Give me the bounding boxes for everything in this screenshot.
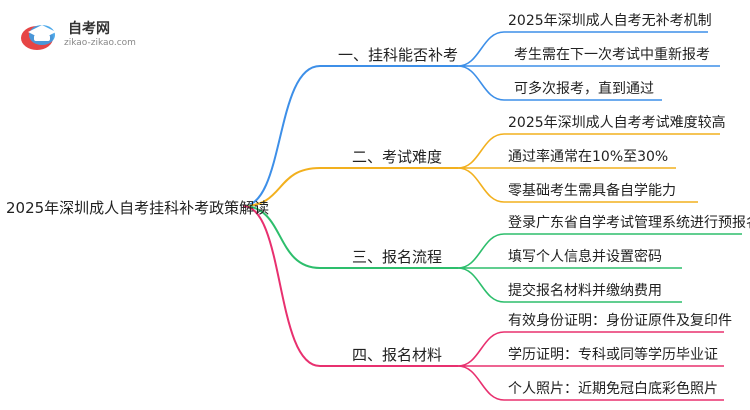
leaf-b4-2: 学历证明：专科或同等学历毕业证 (508, 347, 718, 363)
connector-b2-leaf-1 (457, 133, 720, 169)
branch-label-4: 四、报名材料 (352, 346, 443, 364)
logo-url: zikao-zikao.com (64, 38, 136, 48)
connector-b2-leaf-3 (457, 167, 698, 203)
leaf-b3-2: 填写个人信息并设置密码 (508, 249, 662, 265)
connector-root-branch-3 (242, 205, 458, 269)
leaf-b1-1: 2025年深圳成人自考无补考机制 (508, 13, 712, 29)
root-topic: 2025年深圳成人自考挂科补考政策解读 (6, 199, 270, 217)
logo-name: 自考网 (68, 21, 110, 37)
connector-root-branch-1 (242, 65, 458, 207)
connector-b1-leaf-1 (457, 31, 708, 67)
branch-label-3: 三、报名流程 (352, 248, 443, 266)
connector-b4-leaf-3 (457, 365, 724, 401)
graduation-cap-icon (21, 25, 56, 50)
connector-b4-leaf-1 (457, 331, 724, 367)
leaf-b1-3: 可多次报考，直到通过 (514, 81, 654, 97)
leaf-b2-2: 通过率通常在10%至30% (508, 149, 669, 165)
leaf-b2-3: 零基础考生需具备自学能力 (508, 183, 676, 199)
connector-root-branch-2 (242, 167, 458, 207)
connector-root-branch-4 (242, 205, 458, 367)
leaf-b3-3: 提交报名材料并缴纳费用 (508, 283, 662, 299)
leaf-b3-1: 登录广东省自学考试管理系统进行预报名 (508, 215, 750, 231)
branch-label-1: 一、挂科能否补考 (338, 46, 459, 64)
connector-b3-leaf-1 (457, 233, 742, 269)
connector-b3-leaf-3 (457, 267, 682, 303)
connector-b1-leaf-3 (457, 65, 662, 101)
leaf-b2-1: 2025年深圳成人自考考试难度较高 (508, 115, 726, 131)
site-logo[interactable]: 自考网 zikao-zikao.com (20, 14, 160, 54)
leaf-b4-1: 有效身份证明：身份证原件及复印件 (508, 313, 732, 329)
leaf-b1-2: 考生需在下一次考试中重新报考 (514, 47, 710, 63)
leaf-b4-3: 个人照片：近期免冠白底彩色照片 (508, 381, 718, 397)
branch-label-2: 二、考试难度 (352, 148, 443, 166)
